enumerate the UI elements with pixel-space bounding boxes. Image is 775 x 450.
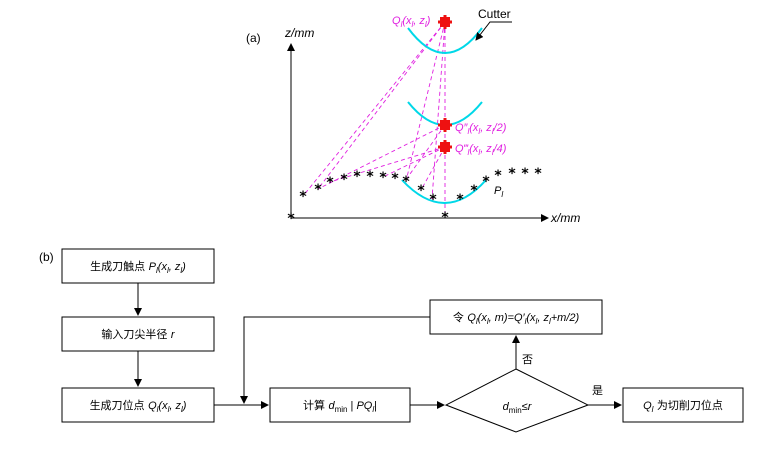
x-axis-label: x/mm — [550, 211, 580, 225]
contact-point: * — [429, 192, 437, 208]
step-cutting-location — [622, 387, 744, 423]
no-label: 否 — [522, 353, 533, 366]
box6-text: 令 Ql(xl, m)=Q′l(xl, zl+m/2) — [453, 310, 580, 326]
step-update-location — [429, 299, 603, 335]
projection-line — [404, 124, 446, 182]
cutter-label: Cutter — [478, 7, 511, 21]
marker-q3 — [438, 140, 452, 154]
contact-point: * — [340, 172, 348, 188]
contact-point: * — [470, 183, 478, 199]
diamond-text: dmin≤r — [503, 401, 533, 415]
step-compute-distance — [269, 387, 411, 423]
contact-point: * — [314, 182, 322, 198]
yes-label: 是 — [592, 384, 603, 397]
step-generate-tool-location — [61, 387, 215, 423]
panel-a: (a) z/mm x/mm * * * — [246, 7, 580, 227]
contact-point: * — [287, 211, 295, 227]
cutter-location-markers — [438, 15, 452, 154]
box3-text: 生成刀位点 Ql(xl, zl) — [90, 398, 187, 414]
contact-point: * — [366, 169, 374, 185]
cutter-arc-top — [407, 27, 483, 54]
box1-text: 生成刀触点 Pl(xl, zl) — [90, 259, 186, 275]
cutter-arc-bottom — [401, 179, 487, 204]
contact-point: * — [482, 174, 490, 190]
contact-point: * — [391, 171, 399, 187]
projection-line — [317, 124, 446, 190]
contact-point: * — [494, 168, 502, 184]
contact-point: * — [508, 166, 516, 182]
contact-points: * * * * * * * * * * * * * * * * * * * * — [287, 166, 542, 227]
box4-text: 计算 dmin | PQl| — [303, 398, 377, 414]
z-axis-label: z/mm — [284, 26, 314, 40]
box5-text: Ql 为切削刀位点 — [643, 398, 723, 414]
contact-point: * — [402, 174, 410, 190]
panel-a-label: (a) — [246, 31, 261, 45]
contact-point: * — [441, 210, 449, 226]
q3-label: Q‴l(xl, zl/4) — [455, 143, 507, 157]
contact-point: * — [417, 183, 425, 199]
q2-label: Q″l(xl, zl/2) — [455, 122, 507, 136]
projection-line — [329, 146, 446, 183]
box2-text: 输入刀尖半径 r — [101, 327, 176, 341]
panel-b: (b) 生成刀触点 Pl(xl, zl) 输入刀尖半径 r 生成刀位点 Ql(x… — [39, 248, 744, 433]
contact-point: * — [299, 189, 307, 205]
projection-line — [302, 21, 446, 197]
contact-point: * — [353, 169, 361, 185]
cutter-pointer — [475, 21, 512, 41]
contact-point: * — [456, 192, 464, 208]
pl-label: Pl — [494, 185, 503, 199]
projection-line — [405, 21, 446, 182]
marker-ql — [438, 15, 452, 29]
ql-label: Ql(xl, zl) — [392, 15, 431, 29]
projection-line — [431, 21, 446, 200]
marker-q2 — [438, 118, 452, 132]
projection-lines — [302, 21, 446, 217]
projection-line — [420, 146, 446, 191]
panel-b-label: (b) — [39, 250, 54, 264]
contact-point: * — [534, 166, 542, 182]
contact-point: * — [326, 175, 334, 191]
flow-loop-back — [240, 316, 430, 404]
contact-point: * — [379, 170, 387, 186]
contact-point: * — [521, 166, 529, 182]
step-input-radius — [61, 316, 215, 352]
decision-diamond — [444, 368, 590, 433]
cutter-arcs — [401, 27, 487, 204]
